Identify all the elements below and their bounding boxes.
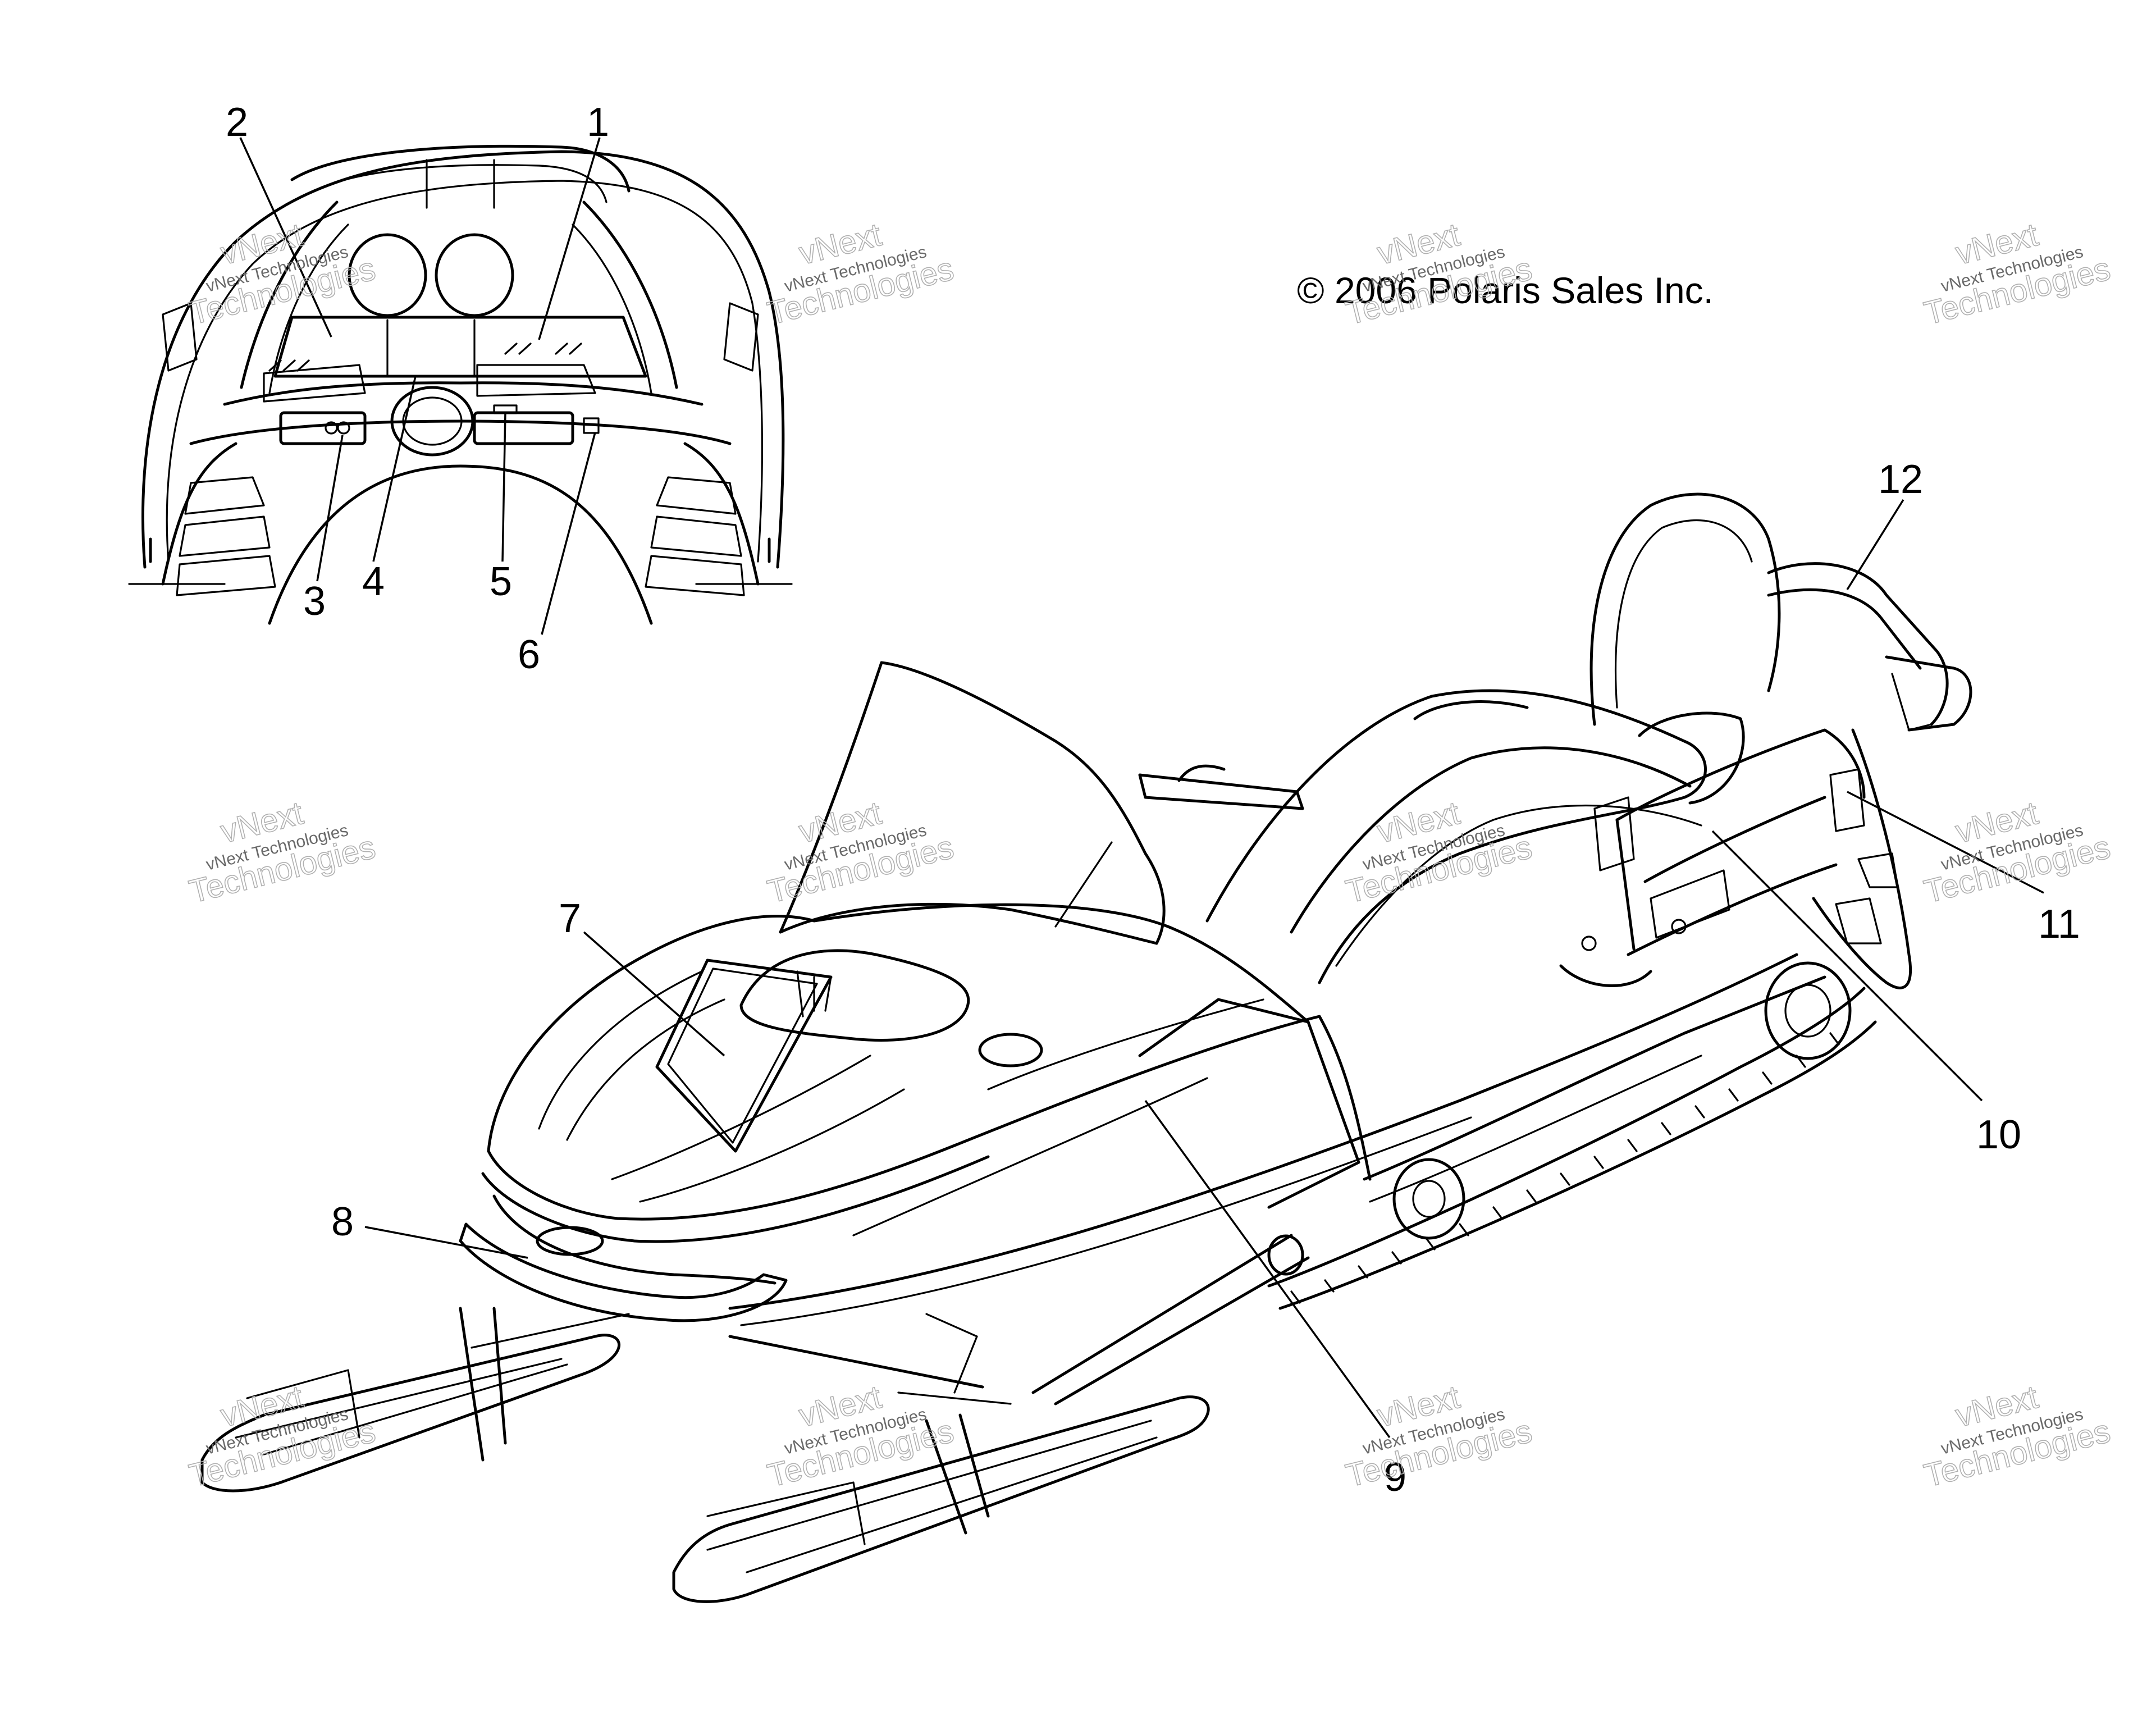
watermark: vNext vNext Technologies Technologies	[1920, 216, 2114, 332]
callout-5: 5	[490, 559, 512, 604]
watermark: vNext vNext Technologies Technologies	[185, 794, 380, 910]
callout-6: 6	[518, 632, 540, 677]
watermark: vNext vNext Technologies Technologies	[1342, 216, 1536, 332]
leader-lines	[239, 137, 2044, 1439]
watermark: vNext vNext Technologies Technologies	[1342, 794, 1536, 910]
watermark: vNext vNext Technologies Technologies	[1920, 1378, 2114, 1494]
callout-8: 8	[331, 1199, 354, 1244]
watermark: vNext vNext Technologies Technologies	[1920, 794, 2114, 910]
callout-10: 10	[1976, 1112, 2021, 1157]
callout-9: 9	[1384, 1455, 1406, 1500]
watermark: vNext vNext Technologies Technologies	[1342, 1378, 1536, 1494]
watermark: vNext vNext Technologies Technologies	[764, 216, 958, 332]
watermark: vNext vNext Technologies Technologies	[185, 216, 380, 332]
watermark: vNext vNext Technologies Technologies	[764, 794, 958, 910]
callout-12: 12	[1878, 457, 1923, 502]
callout-2: 2	[226, 100, 248, 145]
watermark: vNext vNext Technologies Technologies	[185, 1378, 380, 1494]
snowmobile-drawing	[200, 492, 1972, 1603]
callout-1: 1	[587, 100, 609, 145]
callout-11: 11	[2038, 902, 2080, 947]
dash-inset-drawing	[128, 144, 793, 625]
callout-3: 3	[303, 579, 326, 624]
copyright-notice: © 2006 Polaris Sales Inc.	[1297, 270, 1714, 311]
callout-7: 7	[559, 896, 581, 941]
watermark: vNext vNext Technologies Technologies	[764, 1378, 958, 1494]
callout-labels: 1 2 3 4 5 6 7 8 9 10 11 12	[226, 100, 2080, 1500]
callout-4: 4	[362, 559, 385, 604]
